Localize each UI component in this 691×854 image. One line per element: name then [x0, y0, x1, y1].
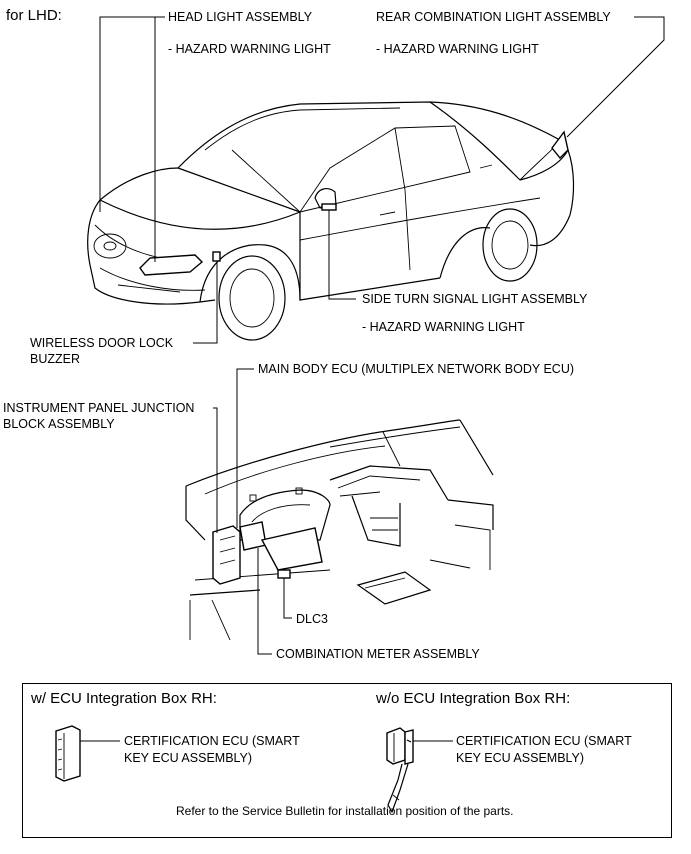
combination-meter-label: COMBINATION METER ASSEMBLY — [276, 647, 480, 661]
wireless-buzzer-label-line1: WIRELESS DOOR LOCK — [30, 336, 174, 350]
side-turn-signal-sub-label: - HAZARD WARNING LIGHT — [362, 320, 525, 334]
without-integration-box-heading: w/o ECU Integration Box RH: — [376, 690, 571, 707]
ecu-small-icon — [55, 725, 120, 782]
rear-combination-sub-label: - HAZARD WARNING LIGHT — [376, 42, 539, 56]
dashboard-illustration — [185, 419, 494, 641]
service-bulletin-note: Refer to the Service Bulletin for instal… — [176, 804, 514, 818]
with-box-certification-ecu-line1: CERTIFICATION ECU (SMART — [124, 734, 300, 748]
side-turn-signal-label: SIDE TURN SIGNAL LIGHT ASSEMBLY — [362, 292, 588, 306]
dash-leader-lines — [213, 368, 292, 655]
rear-combination-label: REAR COMBINATION LIGHT ASSEMBLY — [376, 10, 611, 24]
with-box-certification-ecu-line2: KEY ECU ASSEMBLY) — [124, 751, 253, 765]
main-body-ecu-label: MAIN BODY ECU (MULTIPLEX NETWORK BODY EC… — [258, 362, 575, 376]
junction-block-label-line2: BLOCK ASSEMBLY — [3, 417, 115, 431]
head-light-sub-label: - HAZARD WARNING LIGHT — [168, 42, 331, 56]
without-box-certification-ecu-line2: KEY ECU ASSEMBLY) — [456, 751, 585, 765]
wireless-buzzer-label-line2: BUZZER — [30, 352, 80, 366]
car-leader-lines — [99, 16, 665, 344]
ecu-bracket-icon — [386, 727, 453, 814]
lhd-variant-label: for LHD: — [6, 7, 62, 24]
without-box-certification-ecu-line1: CERTIFICATION ECU (SMART — [456, 734, 632, 748]
car-illustration — [87, 101, 575, 341]
head-light-label: HEAD LIGHT ASSEMBLY — [168, 10, 313, 24]
junction-block-label-line1: INSTRUMENT PANEL JUNCTION — [3, 401, 195, 415]
dlc3-label: DLC3 — [296, 612, 328, 626]
ecu-legend-box — [22, 683, 672, 838]
with-integration-box-heading: w/ ECU Integration Box RH: — [31, 690, 217, 707]
